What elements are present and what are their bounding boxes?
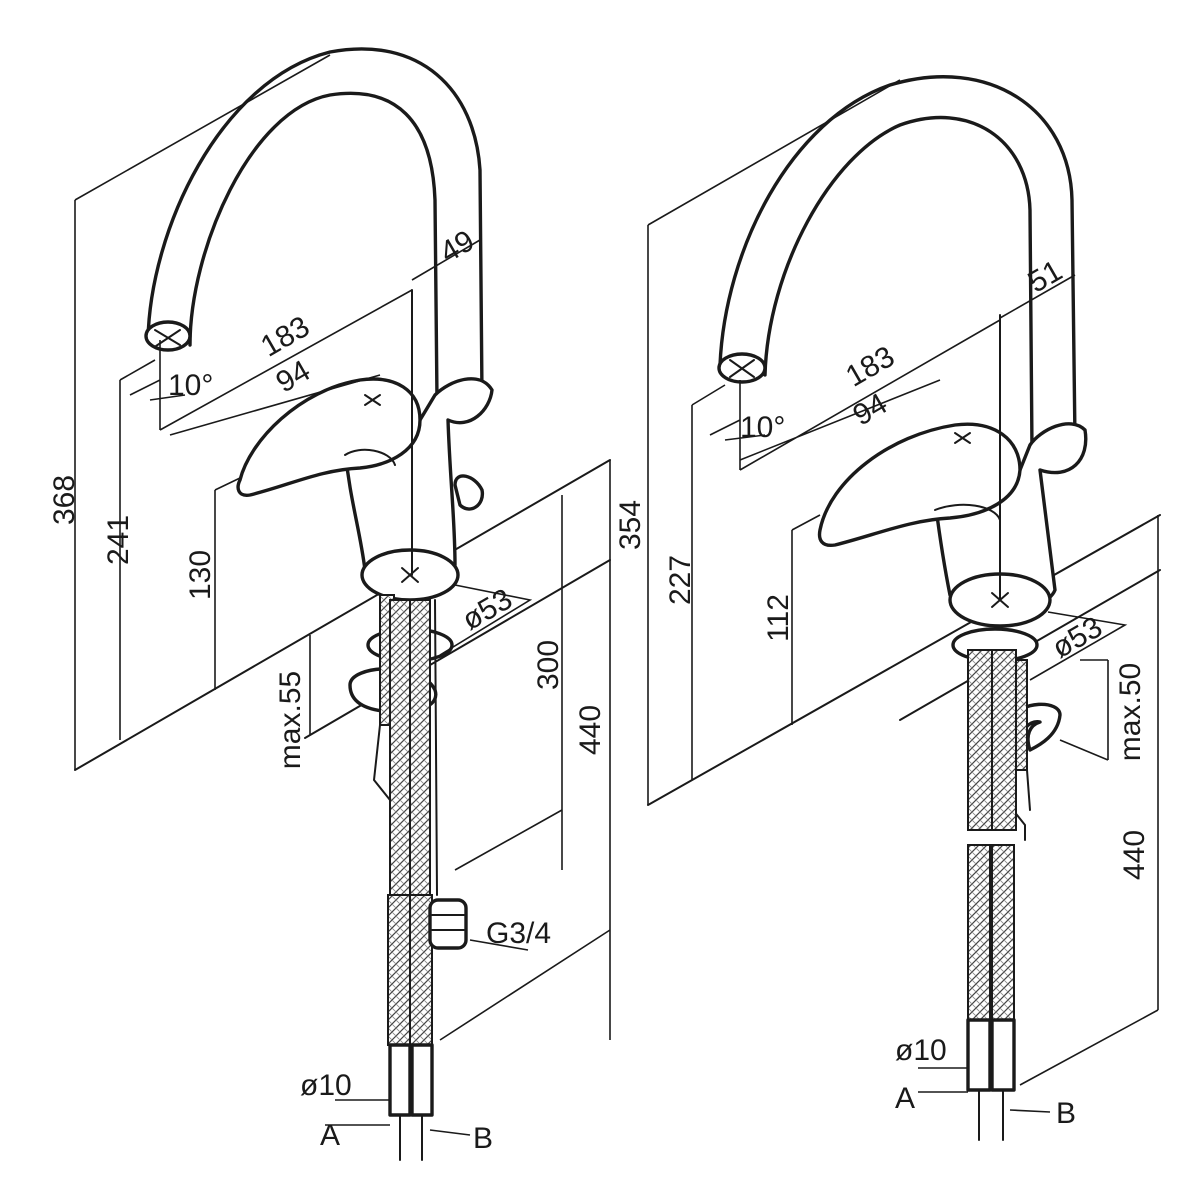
left-hose-ends: [399, 1114, 423, 1161]
left-dimension-lines: [74, 54, 611, 1136]
right-hose-a-upper: [967, 649, 993, 831]
right-hose-b-upper: [991, 649, 1017, 831]
left-faucet-body: [343, 377, 494, 587]
right-hose-b-lower: [991, 844, 1015, 1021]
left-nut-ridges: [431, 914, 465, 931]
right-lever-hinge: [934, 503, 1001, 521]
right-lever-cross: [954, 432, 971, 444]
right-label-d10: ø10: [895, 1034, 947, 1067]
left-faucet: 368 241 130 max.55 183 94 49 10° ø53 300…: [48, 47, 611, 1161]
right-label-b: B: [1056, 1097, 1076, 1130]
left-spout-outlet: [144, 320, 192, 352]
left-dim-183: 183: [255, 310, 315, 364]
right-dim-112: 112: [762, 594, 795, 642]
right-counter-edge-top: [647, 514, 1161, 806]
left-third-hose: [434, 599, 438, 896]
left-dim-300: 300: [532, 640, 565, 690]
left-counter-edge-top: [74, 459, 611, 771]
left-hose-a-lower: [387, 894, 411, 1046]
left-rear-knob: [453, 474, 485, 511]
right-faucet: 354 227 112 max.50 183 94 51 10° ø53 440…: [614, 75, 1161, 1141]
left-label-a: A: [320, 1119, 340, 1152]
left-label-d10: ø10: [300, 1069, 352, 1102]
left-hose-b-upper: [409, 599, 431, 901]
left-base-cross: [401, 567, 419, 583]
left-lever-hinge: [344, 448, 396, 466]
right-spout: [718, 75, 1077, 452]
left-spout: [146, 47, 484, 402]
right-dim-440: 440: [1118, 830, 1151, 880]
right-dim-max50: max.50: [1114, 663, 1147, 761]
right-hose-fittings: [966, 1018, 1016, 1092]
left-lever-cross: [364, 394, 381, 406]
right-dim-183: 183: [840, 340, 900, 394]
left-label-b: B: [473, 1122, 493, 1155]
right-hose-a-lower: [967, 844, 991, 1021]
right-dimension-lines: [647, 79, 1159, 1113]
left-dim-130: 130: [184, 550, 217, 600]
left-dim-94: 94: [271, 354, 316, 399]
right-lever: [817, 422, 1022, 548]
left-dim-368: 368: [48, 475, 81, 525]
left-dim-angle: 10°: [168, 369, 213, 402]
left-dim-max55: max.55: [274, 671, 307, 769]
right-dim-354: 354: [614, 500, 647, 550]
right-dim-227: 227: [664, 555, 697, 605]
left-dim-440: 440: [574, 705, 607, 755]
right-hose-ends: [978, 1089, 1004, 1141]
left-lever: [236, 377, 422, 497]
right-dim-d53: ø53: [1047, 611, 1108, 665]
left-g34-nut: [428, 898, 468, 950]
left-dim-d53: ø53: [457, 583, 518, 637]
left-hose-a-upper: [389, 599, 413, 901]
left-dim-241: 241: [102, 515, 135, 565]
right-outlet-cross: [729, 359, 755, 378]
left-label-g34: G3/4: [486, 917, 551, 950]
right-dim-angle: 10°: [740, 411, 785, 444]
left-hose-fittings: [388, 1043, 434, 1117]
right-label-a: A: [895, 1082, 915, 1115]
right-faucet-body: [933, 422, 1088, 614]
left-counter-edge-bottom: [304, 559, 611, 739]
right-dim-94: 94: [848, 387, 893, 432]
